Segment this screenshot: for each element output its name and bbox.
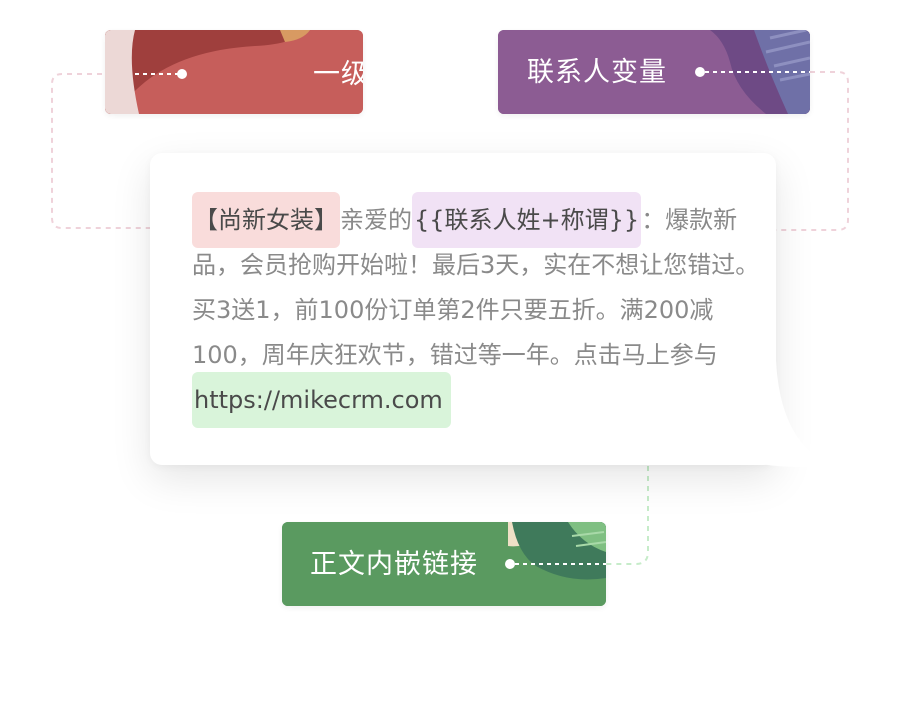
embedded-link-tag: 正文内嵌链接	[282, 522, 606, 606]
sms-message-text: 【尚新女装】亲爱的{{联系人姓+称谓}}：爆款新品，会员抢购开始啦！最后3天，实…	[192, 192, 762, 428]
embedded-link-highlight: https://mikecrm.com	[192, 372, 451, 428]
signature-tag: 一级签名	[105, 30, 363, 114]
signature-tag-label: 一级签名	[313, 59, 363, 90]
signature-highlight: 【尚新女装】	[192, 192, 340, 248]
contact-variable-tag-label: 联系人变量	[527, 57, 667, 88]
variable-tag-decoration	[498, 30, 810, 114]
signature-tag-decoration	[105, 30, 363, 114]
embedded-link-tag-label: 正文内嵌链接	[310, 549, 478, 580]
bubble-tail	[760, 360, 828, 467]
message-body-text: ：爆款新品，会员抢购开始啦！最后3天，实在不想让您错过。买3送1，前100份订单…	[192, 206, 760, 369]
contact-variable-tag: 联系人变量	[498, 30, 810, 114]
contact-variable-highlight: {{联系人姓+称谓}}	[412, 192, 642, 248]
link-tag-decoration	[282, 522, 606, 606]
greeting-text: 亲爱的	[340, 206, 412, 234]
